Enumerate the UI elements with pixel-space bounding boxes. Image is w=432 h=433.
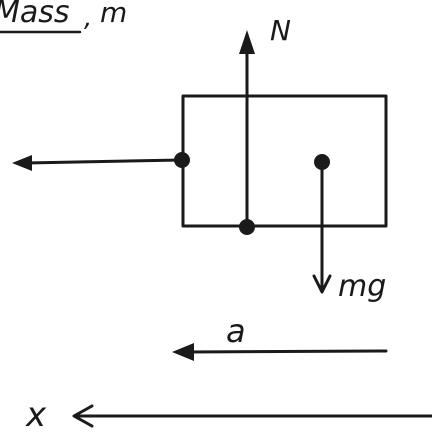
normal-force-origin-dot <box>239 219 255 235</box>
left-force-shaft <box>24 158 184 165</box>
acceleration-label: a <box>226 312 246 350</box>
mass-separator: , <box>84 3 92 33</box>
x-axis-label: x <box>25 395 47 433</box>
x-axis-arrowhead <box>72 404 94 428</box>
left-force-arrowhead <box>12 155 32 171</box>
mass-title: Mass <box>0 0 70 30</box>
normal-force-arrowhead <box>239 30 255 54</box>
weight-arrowhead <box>312 274 332 294</box>
normal-force-label: N <box>270 14 291 47</box>
mass-symbol: m <box>100 0 127 29</box>
acceleration-arrowhead <box>172 343 194 361</box>
left-force-origin-dot <box>174 152 190 168</box>
weight-label: mg <box>338 269 386 304</box>
block <box>181 94 388 228</box>
acceleration-shaft <box>186 349 388 354</box>
